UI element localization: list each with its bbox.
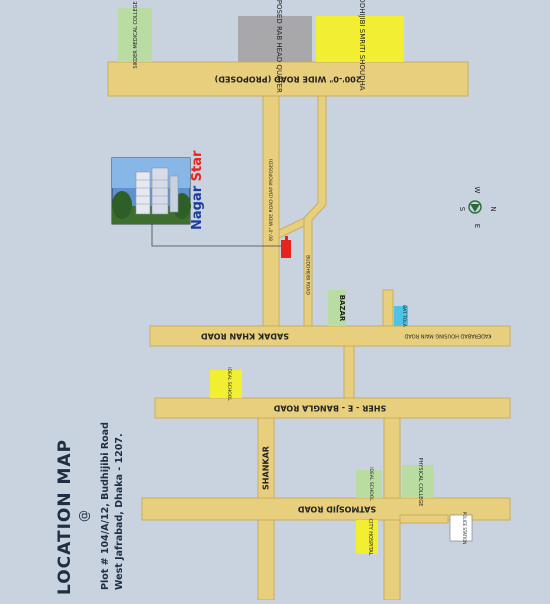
rab-hq-box (238, 16, 312, 62)
project-name-part2: Star (190, 150, 205, 186)
building-photo (111, 157, 191, 225)
rab-hq-label: PROPOSED RAB HEAD QUATER (275, 0, 283, 93)
sikder-medical-box (118, 8, 152, 62)
police-station-box (449, 514, 473, 542)
sher-e-bangla-label: SHER - E - BANGLA ROAD (273, 404, 386, 413)
address-line1: Plot # 104/A/12, Budhijibi Road (100, 422, 111, 590)
address-line2: West Jafrabad, Dhaka - 1207. (114, 433, 125, 590)
road-connector (278, 217, 305, 239)
sadak-khan-label: SADAK KHAN ROAD (201, 332, 289, 341)
compass-e: E (473, 224, 481, 228)
buddhijibi-smriti-box (316, 16, 404, 62)
city-hospital-label: CITY HOSPITAL (367, 519, 373, 556)
project-site-marker-tip (285, 236, 288, 242)
police-link-road (399, 514, 449, 524)
vertical-road-right-label: BUDDHIJIBI ROAD (305, 255, 311, 295)
location-map-heading: LOCATION MAP (55, 439, 75, 595)
project-name-part1: Nagar (190, 185, 205, 230)
ideal-school-box (210, 370, 242, 398)
bat-tola-box (394, 306, 408, 326)
bazar-label: BAZAR (338, 295, 346, 322)
compass-s: S (458, 207, 466, 212)
compass-icon (468, 200, 482, 214)
sikder-medical-label: SIKDER MEDICAL COLLEGE (133, 1, 139, 68)
vertical-road-left-label: 80'-0" WIDE ROAD (DAP PROPOSED) (269, 159, 275, 241)
kaderabad-spur (382, 289, 394, 327)
physical-college-box (402, 465, 434, 498)
top-road-label: 200'-0" WIDE ROAD (PROPOSED) (215, 75, 362, 84)
satmosjid-label: SATMOSJID ROAD (298, 505, 377, 514)
compass-n: N (489, 206, 497, 211)
project-site-marker (281, 240, 291, 258)
police-station-label: POLICE STATION (462, 512, 467, 544)
project-pointer-line (151, 220, 281, 247)
ideal-school-label-right: IDEAL SCHOOL (368, 467, 374, 501)
ideal-school-right-box (356, 470, 382, 498)
buddhijibi-smriti-label: BUDDHIJIBI SMRITI SHOUDHA (358, 0, 366, 91)
ideal-school-label: IDEAL SCHOOL (226, 367, 232, 401)
sher-e-bangla-road (154, 397, 511, 419)
project-name: Nagar Star (190, 150, 205, 230)
physical-college-label: PHYSICAL COLLEGE (417, 458, 423, 507)
compass-arrow-icon (470, 204, 480, 212)
bazar-box (328, 290, 346, 326)
top-wide-road (107, 61, 469, 97)
bazar-road (343, 345, 355, 401)
location-map-at: @ (77, 510, 91, 522)
shankar-label: SHANKAR (262, 446, 271, 490)
kaderabad-label: KADERABAD HOUSING MAIN ROAD (404, 333, 491, 339)
compass-w: W (473, 187, 481, 194)
compass: W E S N (458, 187, 497, 229)
bat-tola-label: BAT TOLA (401, 305, 407, 328)
city-hospital-box (356, 520, 378, 554)
